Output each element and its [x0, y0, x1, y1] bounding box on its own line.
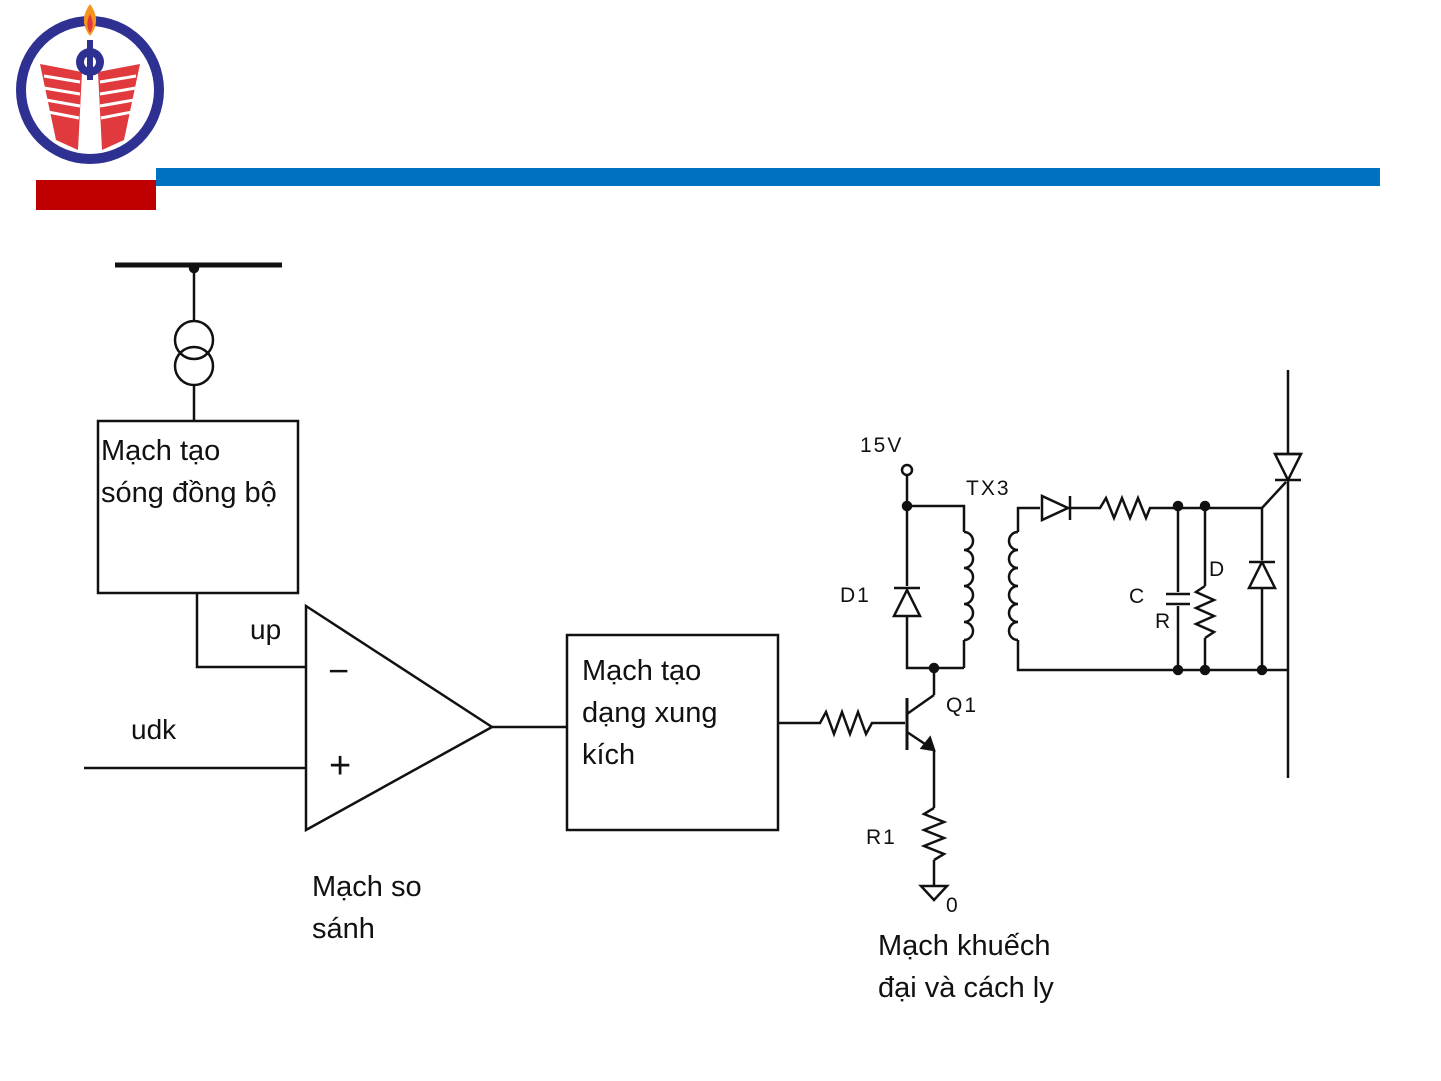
block-sync-wave-label: Mạch tạo sóng đồng bộ — [101, 430, 277, 514]
resistor-r-icon — [1196, 586, 1214, 638]
base-resistor-icon — [778, 712, 905, 734]
transformer-primary-icon — [964, 532, 973, 640]
ground-icon — [921, 886, 947, 900]
label-ground: 0 — [946, 892, 960, 919]
gate-resistor-icon — [1070, 498, 1262, 518]
signal-up-label: up — [250, 612, 281, 648]
caption-amplifier: Mạch khuếch đại và cách ly — [878, 925, 1054, 1009]
label-q1: Q1 — [946, 692, 978, 719]
label-c: C — [1129, 583, 1146, 610]
gate-diode-icon — [1042, 496, 1070, 520]
caption-comparator: Mạch so sánh — [312, 866, 422, 950]
label-15v: 15V — [860, 432, 903, 459]
signal-udk-label: udk — [131, 712, 176, 748]
opamp-minus-label: − — [328, 648, 349, 695]
label-d1: D1 — [840, 582, 871, 609]
resistor-r1-icon — [924, 808, 944, 860]
capacitor-c-icon — [1166, 594, 1190, 604]
label-r1: R1 — [866, 824, 897, 851]
block-pulse-shape-label: Mạch tạo dạng xung kích — [582, 650, 717, 776]
comparator-opamp-icon — [306, 606, 492, 830]
sync-transformer-icon — [175, 321, 213, 385]
diode-d1-icon — [894, 588, 920, 616]
opamp-plus-label: + — [329, 742, 351, 791]
thyristor-icon — [1275, 454, 1301, 480]
label-tx3: TX3 — [966, 475, 1011, 502]
diode-d-icon — [1249, 562, 1275, 588]
transformer-secondary-icon — [1009, 532, 1018, 640]
label-d: D — [1209, 556, 1226, 583]
label-r: R — [1155, 608, 1172, 635]
transistor-q1-icon — [907, 695, 934, 750]
supply-terminal — [902, 465, 912, 475]
